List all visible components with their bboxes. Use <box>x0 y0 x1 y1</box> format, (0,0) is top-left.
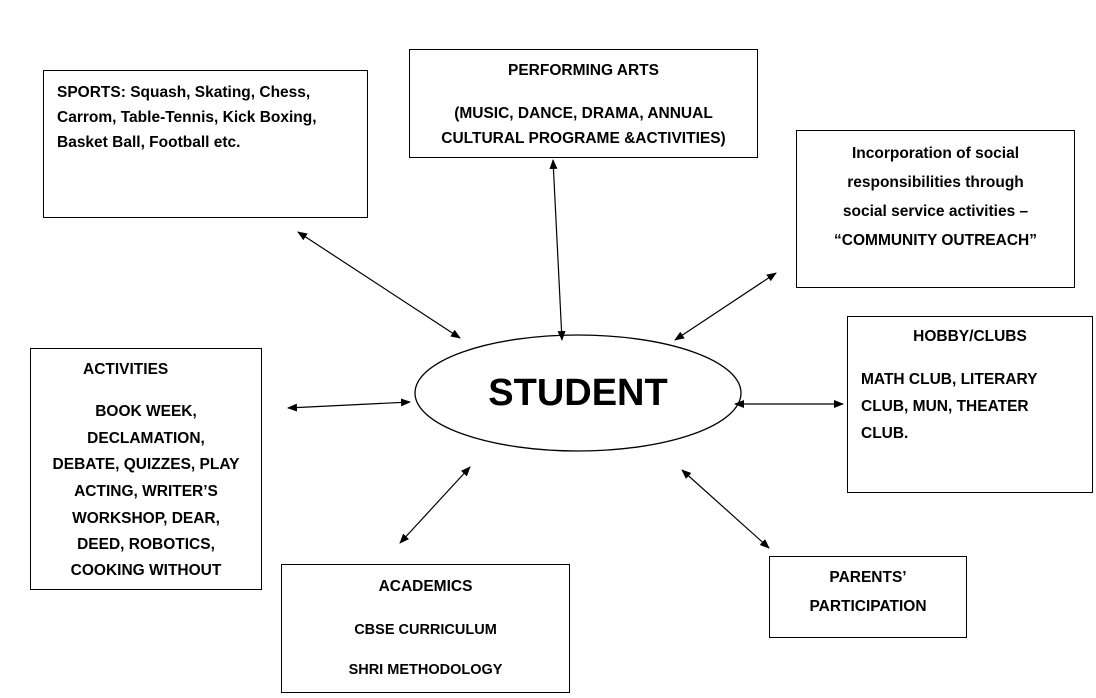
hobby-line: CLUB, MUN, THEATER <box>861 398 1029 415</box>
activities-line: BOOK WEEK, <box>95 403 197 420</box>
community-line: Incorporation of social <box>851 145 1020 162</box>
performing-arts-title: PERFORMING ARTS <box>508 62 659 79</box>
parents-line: PARTICIPATION <box>809 598 927 615</box>
academics-box: ACADEMICS CBSE CURRICULUM SHRI METHODOLO… <box>281 564 570 693</box>
activities-line: COOKING WITHOUT <box>70 562 222 579</box>
community-line: “COMMUNITY OUTREACH” <box>834 232 1037 249</box>
activities-box: ACTIVITIES BOOK WEEK, DECLAMATION, DEBAT… <box>30 348 262 590</box>
community-line: responsibilities through <box>847 174 1024 191</box>
sports-line: Basket Ball, Football etc. <box>57 134 241 151</box>
performing-arts-line: CULTURAL PROGRAME &ACTIVITIES) <box>441 130 726 147</box>
arrow-sports <box>297 231 461 339</box>
activities-line: DEBATE, QUIZZES, PLAY <box>52 456 240 473</box>
arrow-community <box>674 272 777 341</box>
performing-arts-box: PERFORMING ARTS (MUSIC, DANCE, DRAMA, AN… <box>409 49 758 158</box>
parents-box: PARENTS’ PARTICIPATION <box>769 556 967 638</box>
activities-title: ACTIVITIES <box>83 361 169 378</box>
activities-line: WORKSHOP, DEAR, <box>72 510 220 527</box>
activities-line: DEED, ROBOTICS, <box>77 536 215 553</box>
sports-line: SPORTS: Squash, Skating, Chess, <box>57 84 311 101</box>
arrow-academics <box>399 466 471 544</box>
sports-line: Carrom, Table-Tennis, Kick Boxing, <box>57 109 317 126</box>
arrow-performing-arts <box>549 159 566 341</box>
hobby-clubs-title: HOBBY/CLUBS <box>913 328 1027 345</box>
activities-line: DECLAMATION, <box>87 430 205 447</box>
arrow-activities <box>287 398 411 412</box>
activities-line: ACTING, WRITER’S <box>74 483 218 500</box>
arrow-parents <box>681 469 770 549</box>
sports-box: SPORTS: Squash, Skating, Chess, Carrom, … <box>43 70 368 218</box>
student-ellipse <box>414 334 742 452</box>
community-line: social service activities – <box>842 203 1029 220</box>
performing-arts-line: (MUSIC, DANCE, DRAMA, ANNUAL <box>454 105 713 122</box>
community-box: Incorporation of social responsibilities… <box>796 130 1075 288</box>
student-label: STUDENT <box>488 372 668 414</box>
parents-line: PARENTS’ <box>829 569 907 586</box>
hobby-line: CLUB. <box>861 425 909 442</box>
hobby-clubs-box: HOBBY/CLUBS MATH CLUB, LITERARY CLUB, MU… <box>847 316 1093 493</box>
academics-line: CBSE CURRICULUM <box>354 622 497 638</box>
academics-line: SHRI METHODOLOGY <box>348 662 503 678</box>
academics-title: ACADEMICS <box>378 578 473 595</box>
hobby-line: MATH CLUB, LITERARY <box>861 371 1038 388</box>
